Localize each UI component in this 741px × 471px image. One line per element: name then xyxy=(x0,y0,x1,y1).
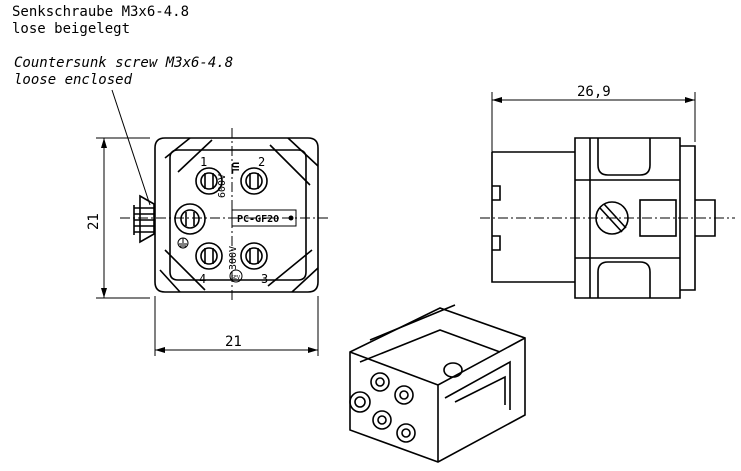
contact-label-4: 4 xyxy=(199,272,206,286)
contact-label-1: 1 xyxy=(200,155,207,169)
sev-mark-icon: SEV xyxy=(229,269,243,283)
iso-body xyxy=(349,307,526,463)
note-en-line2: loose enclosed xyxy=(14,72,133,88)
side-view: 26,9 xyxy=(480,84,735,299)
contact-1 xyxy=(195,167,223,195)
iso-screw xyxy=(443,362,463,378)
pe-contact-inner xyxy=(180,209,200,229)
iso-top-face xyxy=(349,337,526,462)
screw-leader-line xyxy=(111,89,151,206)
pe-contact-outer xyxy=(174,203,206,235)
front-outline xyxy=(154,137,319,293)
voltage-top: 600V xyxy=(217,174,228,198)
note-en-line1: Countersunk screw M3x6-4.8 xyxy=(14,55,234,71)
contact-tails xyxy=(491,151,575,283)
dim-width-value: 21 xyxy=(225,334,242,350)
note-de-line1: Senkschraube M3x6-4.8 xyxy=(12,4,190,20)
dim-height-value: 21 xyxy=(86,213,102,230)
ul-mark: UL xyxy=(229,162,240,174)
side-window xyxy=(639,199,677,237)
iso-contacts xyxy=(349,372,416,443)
latch-slots xyxy=(597,138,651,298)
voltage-bottom: 300V xyxy=(228,246,239,270)
front-insert xyxy=(169,149,307,281)
contact-label-2: 2 xyxy=(258,155,265,169)
contact-label-3: 3 xyxy=(261,272,268,286)
contact-4 xyxy=(195,242,223,270)
material-label: PC-GF20 xyxy=(237,214,279,225)
countersunk-screw-icon xyxy=(133,194,155,244)
dim-length-value: 26,9 xyxy=(577,84,611,100)
dim-width-extension xyxy=(154,296,319,356)
dim-height-extension xyxy=(96,137,150,299)
dim-length-extension xyxy=(491,92,696,152)
iso-rails xyxy=(359,304,511,410)
front-view: 1 2 4 3 600V 300V UL SEV PC-GF20 21 xyxy=(86,128,330,356)
side-body xyxy=(574,137,681,299)
earth-symbol-icon xyxy=(177,237,189,249)
contact-3 xyxy=(240,242,268,270)
contact-2 xyxy=(240,167,268,195)
pe-slot xyxy=(185,212,195,226)
note-de-line2: lose beigelegt xyxy=(12,21,131,37)
sev-mark-text: SEV xyxy=(231,275,240,281)
isometric-view xyxy=(349,304,526,463)
